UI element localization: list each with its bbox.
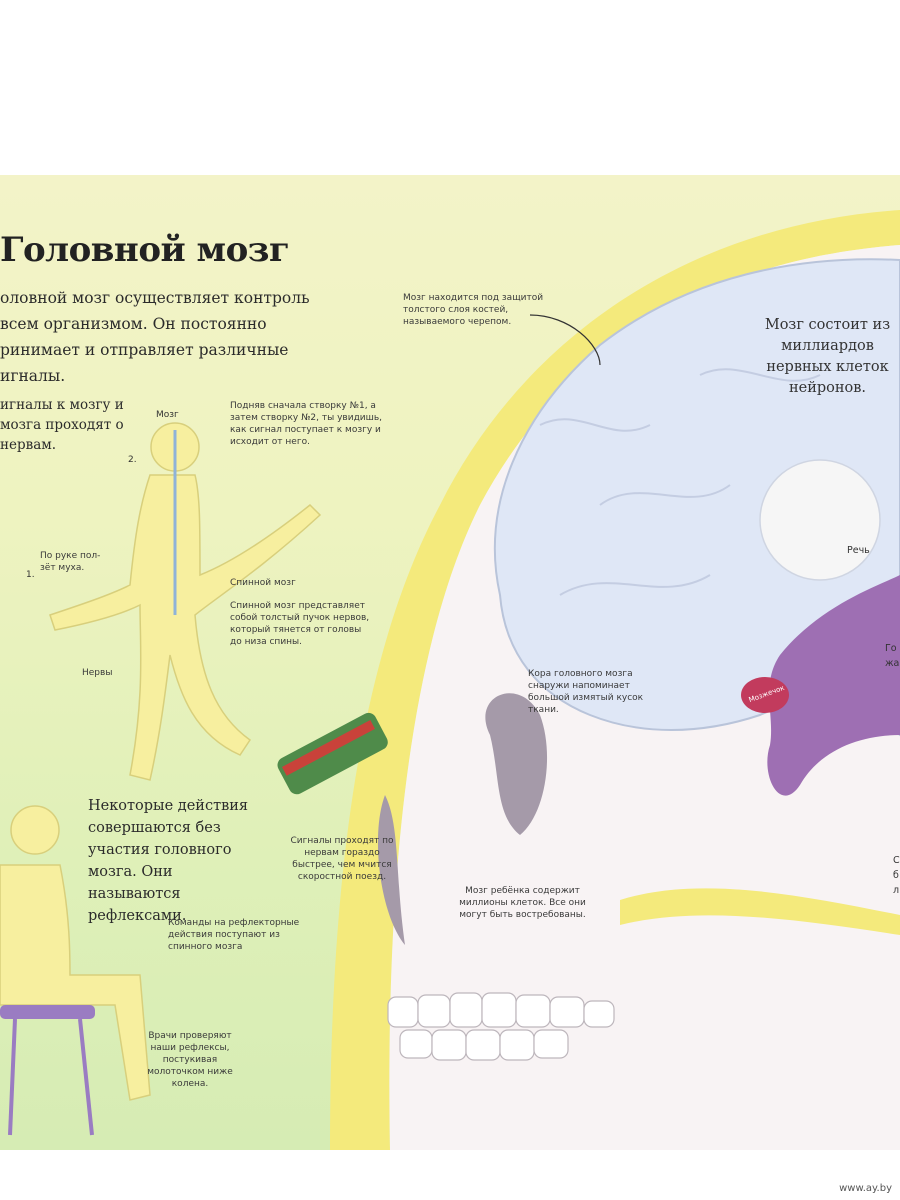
train (277, 712, 388, 795)
skull-arrow (529, 314, 601, 366)
brain-folds (539, 368, 821, 596)
flap-number-1: 1. (26, 570, 35, 580)
jaw-band (620, 888, 900, 935)
eye-socket (485, 693, 548, 835)
note-hand-fly: По руке пол-зёт муха. (40, 551, 101, 573)
frag-go: Го (885, 643, 897, 654)
speech-bubble (759, 459, 881, 581)
watermark: www.ay.by (839, 1183, 892, 1194)
frag-b: б (893, 870, 899, 881)
note-child-brain: Мозг ребёнка содержит миллионы клеток. В… (459, 886, 586, 920)
skull-outline-band (330, 210, 900, 1150)
note-skull: Мозг находится под защитой толстого слоя… (403, 293, 544, 327)
signals-text: игналы к мозгу и мозга проходят о нервам… (0, 397, 124, 453)
note-reflex-cmd: Команды на рефлекторные действия поступа… (168, 918, 300, 952)
cerebellum-marker (741, 677, 789, 713)
frag-zh: жа (885, 658, 900, 669)
flap-number-2: 2. (128, 455, 137, 465)
intro-text: оловной мозг осуществляет контроль всем … (0, 289, 310, 385)
book-page: Головной мозг оловной мозг осуществляет … (0, 175, 900, 1150)
stool (0, 1005, 95, 1136)
note-spinal-desc: Спинной мозг представляет собой толстый … (230, 601, 370, 647)
label-mozg: Мозг (156, 410, 179, 420)
note-cortex: Кора головного мозга снаружи напоминает … (528, 669, 644, 715)
frag-l: л (893, 885, 900, 896)
label-nerves: Нервы (82, 668, 113, 678)
neurons-label: Мозг состоит из миллиардов нервных клето… (764, 317, 891, 396)
note-flaps: Подняв сначала створку №1, а затем створ… (230, 401, 383, 447)
label-speech: Речь (847, 545, 870, 556)
page-title: Головной мозг (0, 230, 290, 270)
reflex-text: Некоторые действия совершаются без участ… (88, 798, 249, 924)
limbic-structure (767, 575, 900, 796)
note-train: Сигналы проходят по нервам гораздо быстр… (290, 836, 394, 882)
teeth (387, 992, 615, 1061)
frag-c: С (893, 855, 900, 866)
seated-figure (0, 805, 151, 1101)
illustration (0, 210, 900, 1150)
nose-socket (377, 795, 405, 945)
note-doctor: Врачи проверяют наши рефлексы, постукива… (147, 1031, 233, 1089)
label-spinal-cord: Спинной мозг (230, 578, 296, 588)
